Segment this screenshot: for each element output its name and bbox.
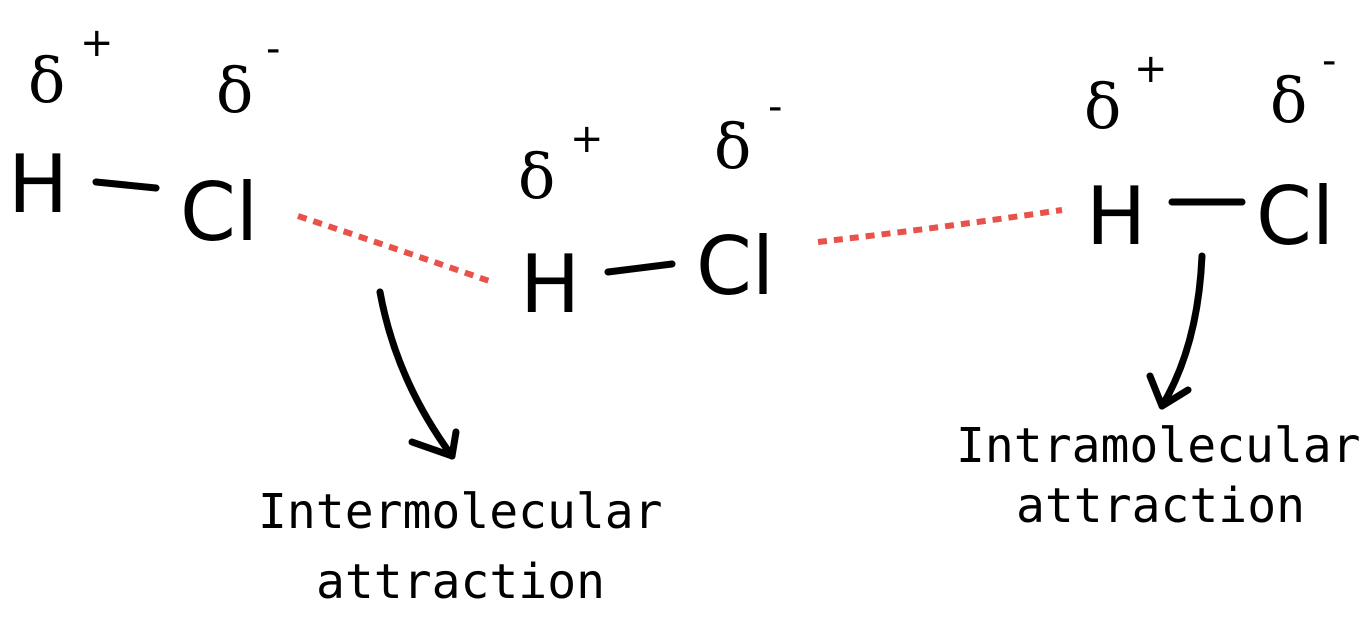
molecule-1-charge-minus: - [266, 26, 280, 72]
intermolecular-arrow-icon [376, 288, 460, 460]
intermolecular-attraction-line-1 [297, 213, 493, 285]
molecule-3-delta-2: δ [1270, 64, 1307, 137]
molecule-1-chlorine: Cl [180, 166, 258, 259]
intramolecular-label-line-1: Intramolecular [956, 418, 1360, 474]
molecule-3-hydrogen: H [1086, 170, 1146, 263]
molecule-2-chlorine: Cl [696, 220, 774, 313]
intermolecular-label-line-2: attraction [316, 554, 605, 610]
molecule-2-delta-1: δ [518, 140, 555, 213]
molecule-1-delta-2: δ [216, 54, 253, 127]
intramolecular-label-line-2: attraction [1016, 478, 1305, 534]
molecule-3-delta-1: δ [1084, 70, 1121, 143]
molecule-2-delta-2: δ [714, 110, 751, 183]
molecule-3-charge-plus: + [1134, 46, 1168, 92]
molecule-2-covalent-bond [604, 260, 676, 276]
molecule-1-charge-plus: + [80, 20, 114, 66]
molecule-2-hydrogen: H [520, 238, 580, 331]
molecule-2-charge-plus: + [570, 116, 604, 162]
molecule-1-covalent-bond [92, 178, 160, 192]
molecule-3-chlorine: Cl [1256, 170, 1334, 263]
intramolecular-arrow-icon [1146, 252, 1206, 410]
intermolecular-label-line-1: Intermolecular [258, 484, 663, 540]
molecule-3: δ + δ - H Cl [1084, 38, 1336, 263]
molecule-2-charge-minus: - [768, 84, 782, 130]
intermolecular-attraction-line-2 [817, 207, 1063, 245]
molecule-1: δ + δ - H Cl [8, 20, 280, 259]
molecule-1-delta-1: δ [28, 44, 65, 117]
molecule-3-charge-minus: - [1322, 38, 1336, 84]
molecule-1-hydrogen: H [8, 138, 68, 231]
molecule-2: δ + δ - H Cl [518, 84, 782, 331]
